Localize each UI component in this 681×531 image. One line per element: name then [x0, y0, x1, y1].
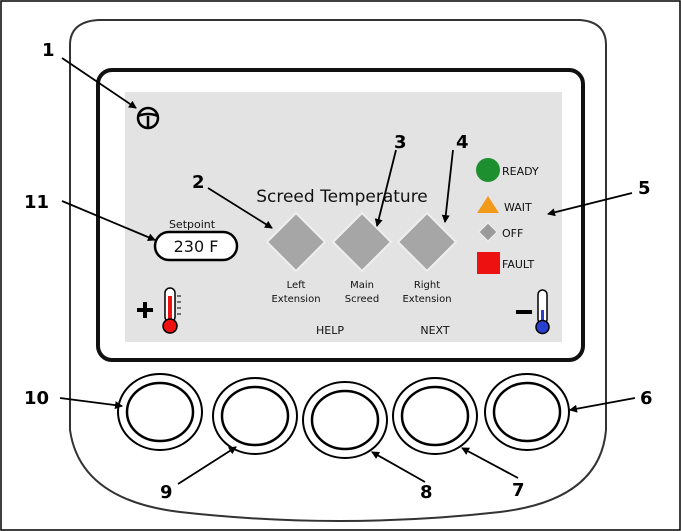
zone-left-extension[interactable]: [265, 211, 327, 273]
setpoint-box: [153, 230, 239, 262]
zone-right-extension[interactable]: [396, 211, 458, 273]
status-ready-label: READY: [502, 165, 539, 178]
off-indicator-icon: [478, 222, 498, 242]
zone-main-screed[interactable]: [331, 211, 393, 273]
thermometer-cold-icon: [535, 289, 550, 335]
callout-2: 2: [192, 172, 205, 193]
callout-4: 4: [456, 132, 469, 153]
leader-3: [374, 149, 397, 227]
leader-11: [61, 200, 156, 241]
zone-right-label-1: Right: [414, 280, 440, 291]
zone-main-label-1: Main: [350, 280, 374, 291]
callout-10: 10: [24, 388, 49, 409]
leader-4: [441, 149, 454, 223]
zone-left-label-1: Left: [287, 280, 306, 291]
next-label: NEXT: [420, 324, 450, 337]
screen-title: Screed Temperature: [256, 187, 428, 207]
leader-2: [207, 187, 273, 229]
status-wait-label: WAIT: [504, 201, 532, 214]
minus-icon: [516, 310, 532, 314]
leader-10: [59, 397, 123, 410]
callout-5: 5: [638, 178, 651, 199]
zone-right-label-2: Extension: [402, 294, 451, 305]
button-2[interactable]: [212, 377, 298, 455]
leader-9: [177, 446, 237, 485]
setpoint-value: 230 F: [174, 237, 219, 256]
callout-6: 6: [640, 388, 653, 409]
status-fault-label: FAULT: [502, 258, 535, 271]
callout-8: 8: [420, 482, 433, 503]
button-5[interactable]: [484, 373, 570, 451]
leader-8: [371, 451, 426, 483]
leader-7: [461, 447, 519, 479]
thermometer-hot-icon: [162, 287, 181, 334]
status-off-label: OFF: [502, 227, 523, 240]
button-3[interactable]: [302, 381, 388, 459]
button-1[interactable]: [117, 373, 203, 451]
zone-main-label-2: Screed: [345, 294, 379, 305]
leader-6: [569, 397, 636, 413]
setpoint-label: Setpoint: [169, 218, 216, 231]
callout-3: 3: [394, 132, 407, 153]
display-screen: [125, 92, 562, 342]
callout-9: 9: [160, 482, 173, 503]
help-label: HELP: [316, 324, 344, 337]
plus-icon: [137, 302, 153, 318]
steering-wheel-icon: [136, 106, 160, 130]
zone-left-label-2: Extension: [271, 294, 320, 305]
ready-indicator-icon: [476, 158, 500, 182]
button-row: [117, 373, 570, 459]
fault-indicator-icon: [477, 252, 500, 274]
wait-indicator-icon: [477, 196, 499, 213]
callout-11: 11: [24, 192, 49, 213]
button-4[interactable]: [392, 377, 478, 455]
leader-1: [61, 57, 137, 109]
callout-1: 1: [42, 40, 55, 61]
leader-5: [547, 192, 633, 217]
leader-lines: [59, 57, 636, 485]
callout-7: 7: [512, 480, 525, 501]
